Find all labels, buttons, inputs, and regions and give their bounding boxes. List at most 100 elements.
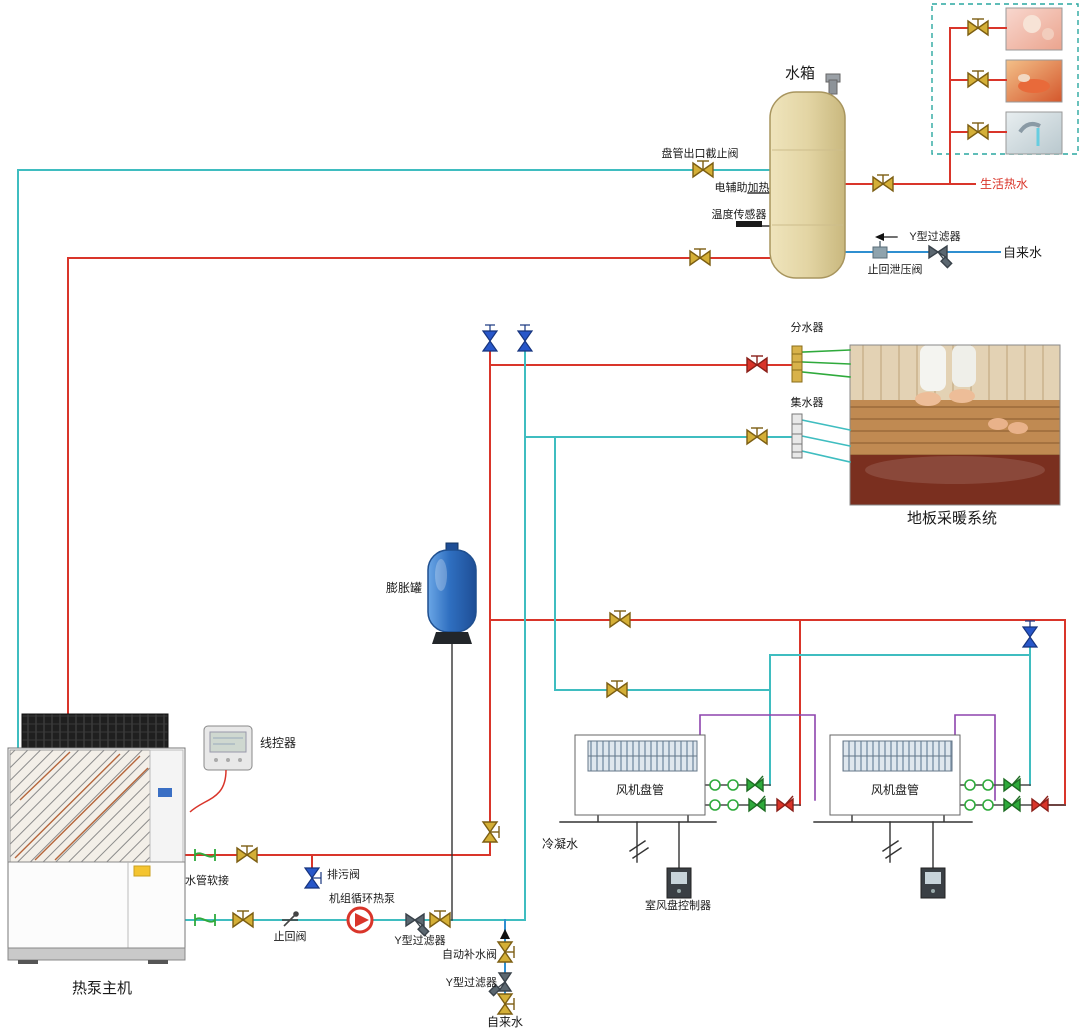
label-y-strainer-makeup: Y型过滤器 (446, 975, 497, 989)
dhw-valve-icon (872, 174, 894, 192)
pant-leg (952, 345, 976, 387)
foot (988, 418, 1008, 430)
floor-heating-photo (849, 344, 1061, 506)
tank-top-fitting (828, 79, 838, 95)
label-temperature-sensor: 温度传感器 (712, 207, 767, 221)
divider-valve-icon (746, 355, 768, 373)
foot (1008, 422, 1028, 434)
unit-base (7, 947, 186, 961)
fcu1-motor-valve-icon (776, 795, 794, 812)
fan-grille (21, 713, 169, 749)
air-gap-marks (629, 840, 902, 859)
pant-leg (920, 345, 946, 391)
thermostat-wires (678, 821, 934, 869)
label-electric-aux-heating: 电辅助加热 (715, 180, 770, 194)
fittings (194, 18, 1049, 1015)
flow-arrow-head (875, 233, 884, 241)
auto-makeup-valve-icon (497, 941, 515, 963)
temperature-sensor-probe (736, 221, 762, 227)
fcu-drain-pan-lines (559, 814, 973, 823)
air-vent-icon (517, 324, 533, 352)
coil-inlet-valve-icon (689, 248, 711, 266)
label-auto-makeup-valve: 自动补水阀 (442, 947, 497, 961)
label-condensate: 冷凝水 (542, 836, 578, 851)
label-blowdown-valve: 排污阀 (327, 867, 360, 881)
label-wired-controller: 线控器 (260, 736, 296, 750)
fcu2-supply-ball-valve-icon (1003, 795, 1021, 812)
supply-valve-icon (236, 845, 258, 863)
label-coil-outlet-valve: 盘管出口截止阀 (662, 146, 739, 160)
expansion-tank (427, 542, 477, 644)
label-water-collector: 集水器 (791, 395, 824, 409)
fan-coil-unit-2 (829, 734, 961, 816)
foot (915, 392, 941, 406)
water-tank (769, 73, 846, 279)
coil-outlet-valve-icon (692, 160, 714, 178)
divider-manifold (791, 345, 803, 383)
air-vent-icon (1022, 620, 1038, 648)
wired-controller (203, 725, 253, 771)
pipe-dhw-branches (949, 27, 1007, 185)
circulation-pump-icon (346, 906, 374, 934)
dashed-outlet-box (931, 3, 1079, 155)
label-expansion-tank: 膨胀罐 (386, 581, 422, 595)
label-circulating-pump: 机组循环热泵 (329, 891, 395, 905)
label-fan-coil-1: 风机盘管 (616, 782, 664, 797)
fcu-supply-valve-icon (609, 610, 631, 628)
check-relief-valve-icon (872, 241, 888, 259)
copper-coils (14, 751, 149, 861)
label-tap-water-top: 自来水 (1003, 245, 1042, 260)
fcu1-return-ball-valve-icon (746, 775, 764, 792)
air-vent-icon (482, 324, 498, 352)
labels: 水箱 盘管出口截止阀 电辅助加热 温度传感器 生活热水 Y型过滤器 自来水 止回… (72, 65, 1042, 1029)
photo-washing (1005, 59, 1063, 103)
thermostat-1 (666, 867, 692, 899)
domestic-outlets-box (931, 3, 1079, 155)
fcu-return-valve-icon (606, 680, 628, 698)
label-check-valve: 止回阀 (274, 929, 307, 943)
warning-sticker (133, 865, 151, 877)
label-tap-water-bottom: 自来水 (487, 1015, 523, 1029)
collector-valve-icon (746, 427, 768, 445)
photo-faucet (1005, 111, 1063, 155)
pipes (17, 27, 1066, 1013)
y-strainer-top-icon (928, 245, 953, 269)
y-strainer-pump-icon (405, 913, 430, 937)
thermostat-2 (920, 867, 946, 899)
photo-shower (1005, 7, 1063, 51)
label-check-relief-valve: 止回泄压阀 (868, 262, 923, 276)
wire-fcu1-control (699, 714, 816, 801)
divider-loop-lines (802, 349, 851, 378)
wire-fcu2-control (954, 714, 996, 801)
makeup-shutoff-valve-icon (497, 993, 515, 1015)
tank-body (769, 91, 846, 279)
collector-manifold (791, 413, 803, 459)
blowdown-valve-icon (304, 867, 322, 889)
label-flexible-joint: 水管软接 (185, 873, 229, 887)
fan-coil-unit-1 (574, 734, 706, 816)
brand-sticker (158, 788, 172, 797)
condensate-drains (636, 821, 891, 863)
label-y-strainer-top: Y型过滤器 (909, 229, 960, 243)
pipe-return-bottom (184, 351, 526, 921)
pipe-unions (709, 779, 994, 811)
side-panel (149, 749, 184, 863)
label-y-strainer-pump: Y型过滤器 (394, 933, 445, 947)
label-domestic-hot-water: 生活热水 (980, 177, 1028, 191)
return-valve-icon (232, 910, 254, 928)
pump-line-valve-icon (429, 910, 451, 928)
label-heat-pump-unit: 热泵主机 (72, 980, 132, 997)
fcu2-motor-valve-icon (1031, 795, 1049, 812)
foot (949, 389, 975, 403)
fcu2-return-ball-valve-icon (1003, 775, 1021, 792)
label-water-divider: 分水器 (791, 321, 824, 334)
outlet-valve-3-icon (967, 122, 989, 140)
outlet-valve-1-icon (967, 18, 989, 36)
label-floor-heating-system: 地板采暖系统 (907, 509, 997, 527)
pipe-return-riser-left (17, 169, 771, 749)
pipe-hot-riser-left (67, 257, 771, 749)
collector-loop-lines (801, 419, 851, 463)
label-fan-coil-2: 风机盘管 (871, 782, 919, 797)
